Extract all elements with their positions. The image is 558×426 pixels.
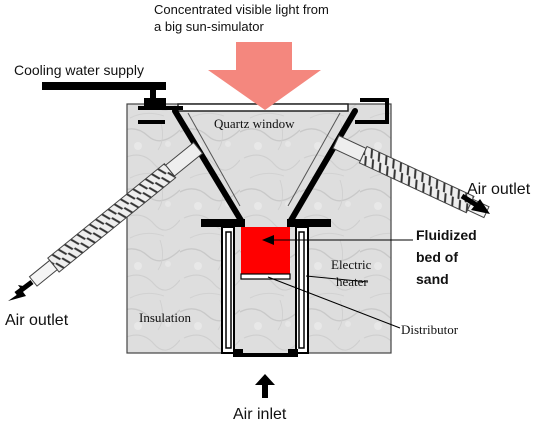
reactor-base-left: [233, 349, 243, 357]
light-source-label-line2: a big sun-simulator: [154, 19, 264, 34]
light-source-label-line1: Concentrated visible light from: [154, 2, 329, 17]
top-flanges: [138, 98, 389, 124]
electric-heater-label-line2: heater: [336, 274, 368, 289]
right-outlet-coil: [332, 134, 490, 219]
reactor-shoulder-left: [201, 219, 245, 227]
cooling-water-label: Cooling water supply: [14, 62, 144, 78]
distributor-label: Distributor: [401, 322, 459, 337]
up-arrow-icon: [255, 374, 275, 398]
quartz-window-label: Quartz window: [214, 116, 295, 131]
leader-lines: [266, 239, 413, 329]
insulation-label: Insulation: [139, 310, 191, 325]
air-outlet-right-label: Air outlet: [467, 181, 531, 198]
electric-heater-label-line1: Electric: [331, 257, 372, 272]
funnel-inner-lines: [187, 112, 341, 207]
distributor-plate: [240, 273, 291, 280]
fluidized-bed-label-line1: Fluidized: [416, 227, 477, 243]
air-inlet-pipe: [241, 353, 290, 357]
reactor-shoulder-right: [287, 219, 331, 227]
arrow-icon: [262, 235, 274, 245]
arrow-icon: [471, 199, 490, 214]
fluidized-sand-bed: [241, 227, 290, 274]
right-outlet-arrow-shaft: [460, 193, 480, 209]
funnel-cavity: [172, 108, 358, 225]
left-outlet-coil: [28, 141, 204, 287]
reactor-lower-chamber: [241, 276, 290, 353]
left-outlet-arrow-shaft: [14, 280, 34, 296]
down-arrow-icon: [208, 42, 321, 110]
reactor-base-right: [288, 349, 298, 357]
cooling-water-pipe: [42, 82, 166, 110]
air-inlet-label: Air inlet: [233, 406, 287, 423]
air-outlet-left-label: Air outlet: [5, 312, 69, 329]
fluidized-bed-label-line3: sand: [416, 271, 449, 287]
fluidized-bed-label-line2: bed of: [416, 249, 458, 265]
